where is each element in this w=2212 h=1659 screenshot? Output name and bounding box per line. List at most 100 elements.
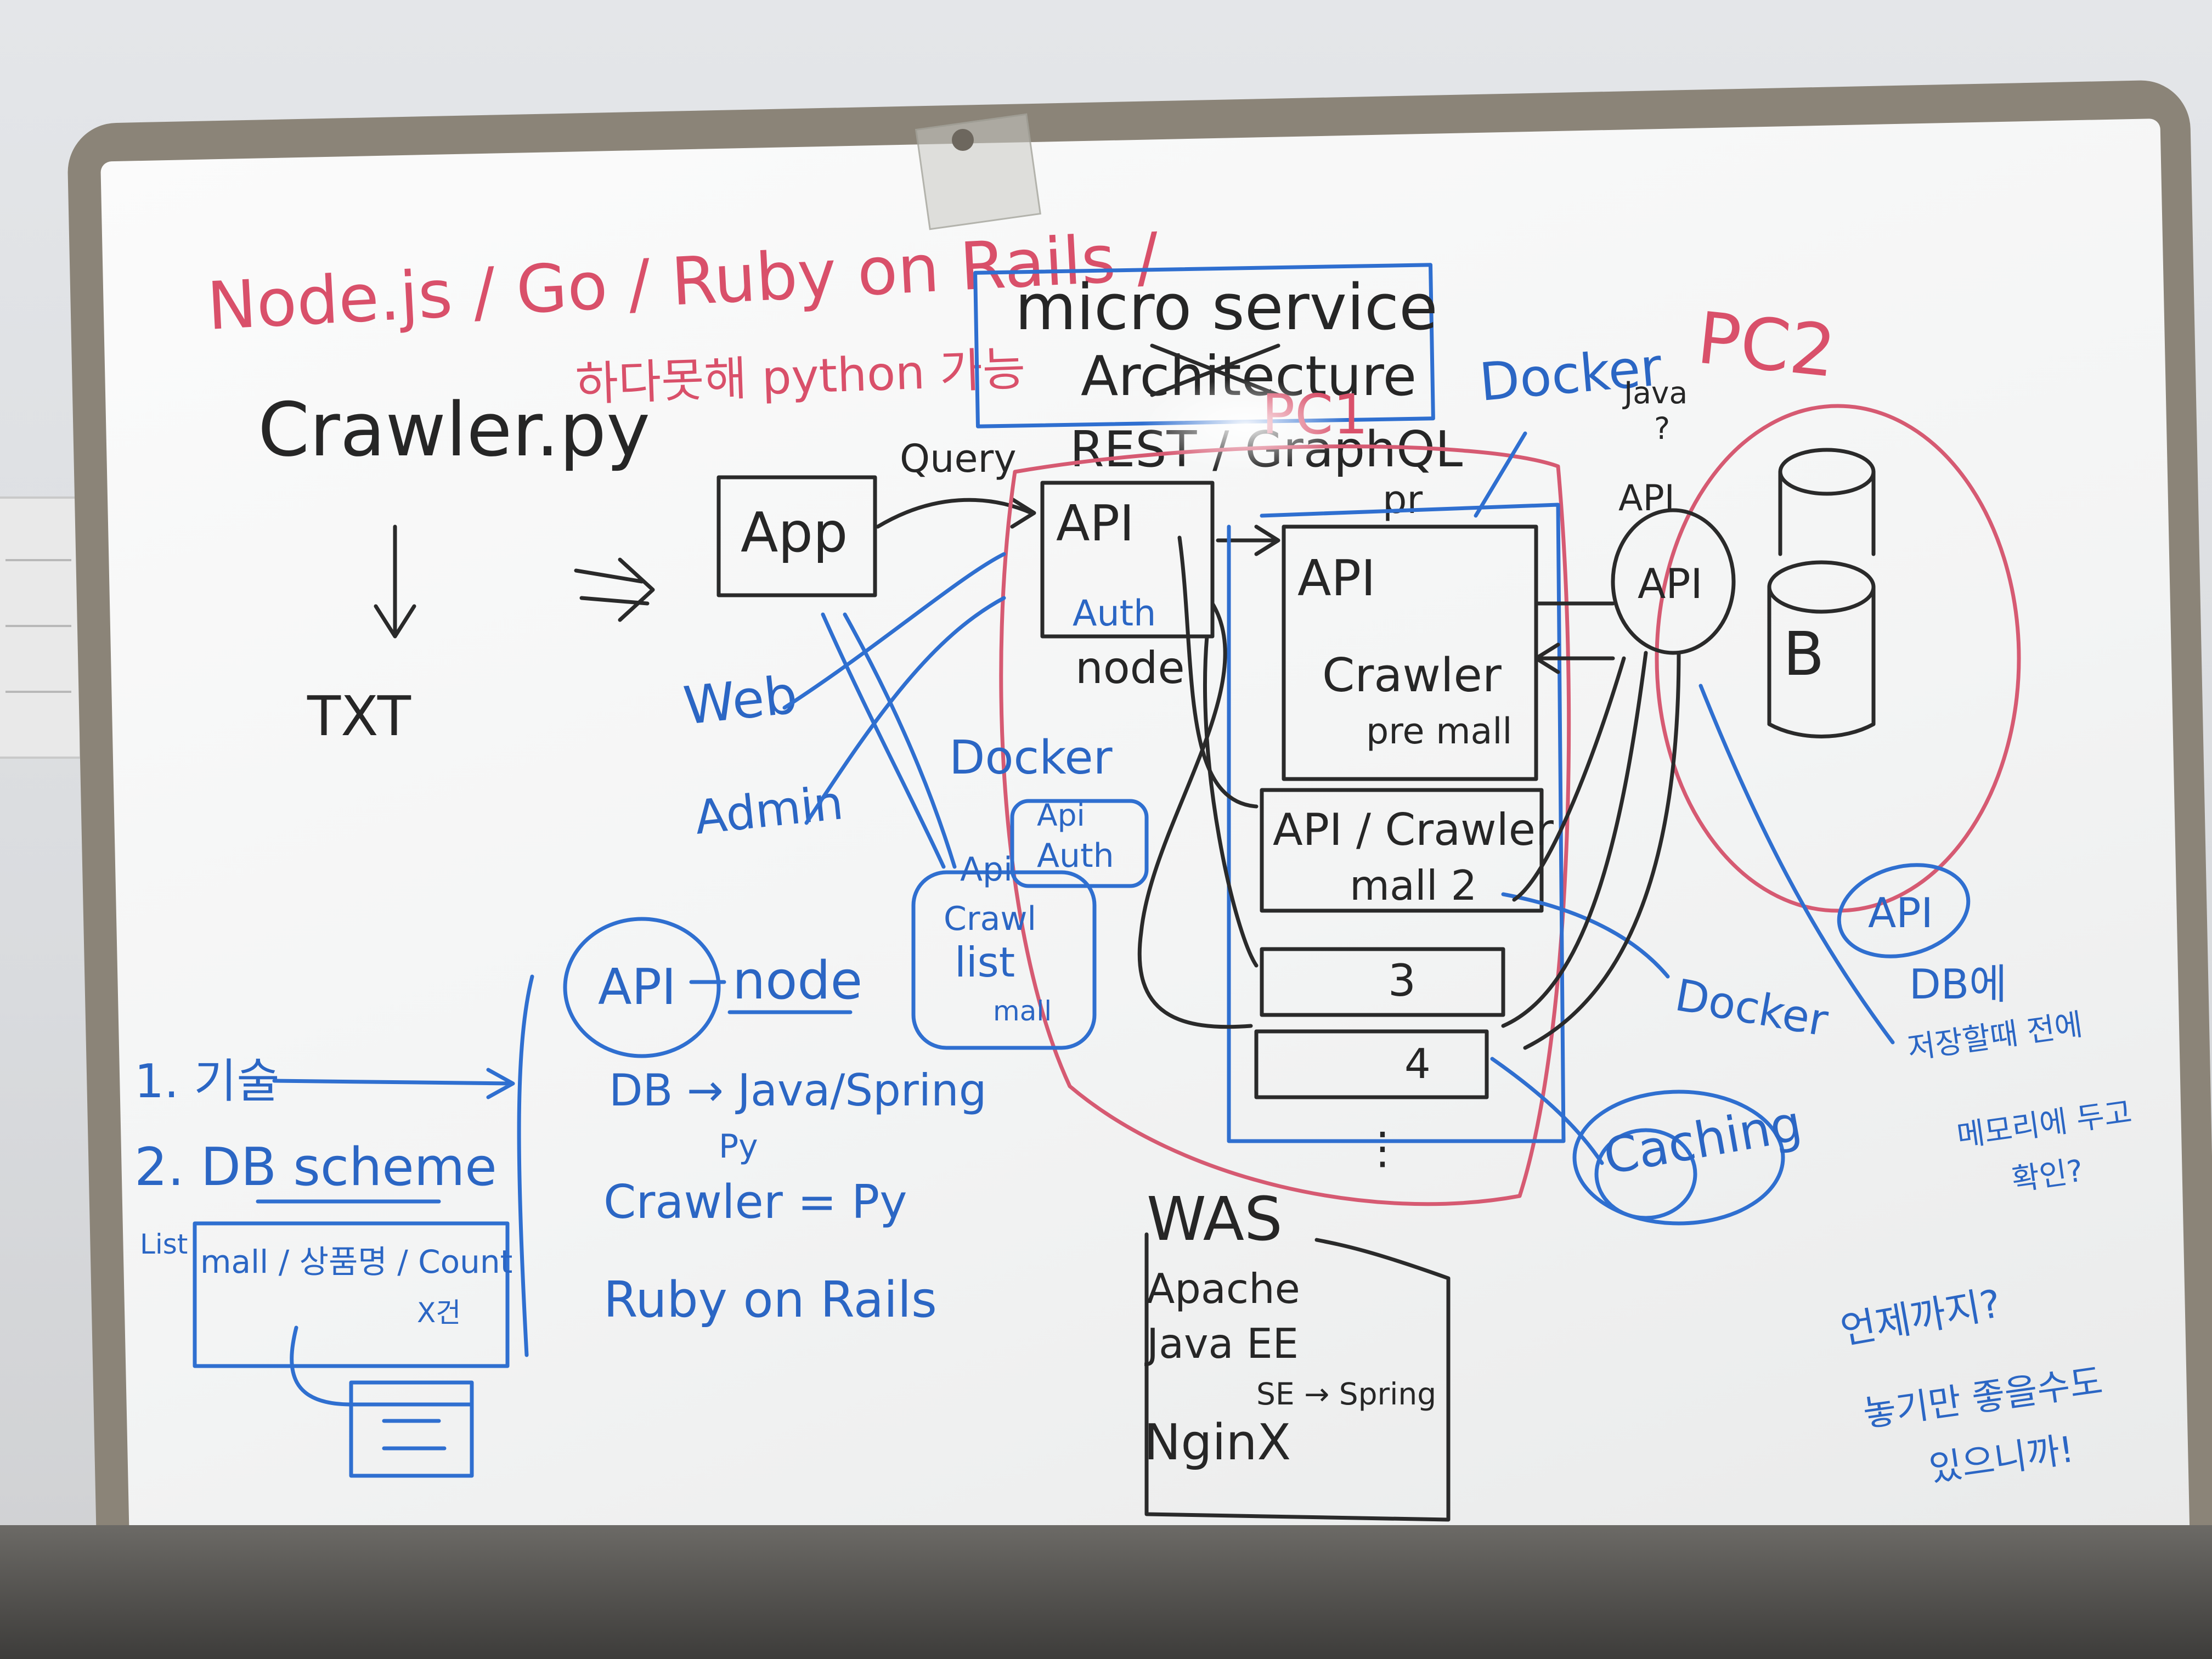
app-api-arrow [876,497,1036,529]
crawler-py2-text: Crawler = Py [603,1175,907,1229]
crawl-list-text4: mall [993,995,1052,1027]
app-link-lines [821,612,957,869]
query-text: Query [900,436,1017,481]
api-crawler-box [1260,788,1544,913]
note2-text: 놓기만 좋을수도 [1861,1361,2105,1435]
auth-text: Auth [1073,593,1156,634]
crawler-db-arrows [1534,601,1615,674]
web-text: Web [681,665,800,737]
app-text: App [741,500,848,565]
item1-arrow [272,1068,515,1099]
docker3-arrow [1501,892,1670,979]
bracket-line [517,974,534,1357]
pr-text: pr [1383,477,1423,522]
docker-group-box [1227,503,1566,1143]
storage-note-text: 저장할때 전에 [1905,1007,2085,1066]
crawl-list-text2: Crawl [944,900,1036,938]
memory-note2-text: 확인? [2010,1153,2085,1198]
item2-text: 2. DB scheme [134,1137,497,1198]
pc2-api-circle [1611,508,1736,655]
docker2-arrow [1474,431,1527,518]
list-text: List [140,1228,188,1260]
item1-text: 1. 기술 [134,1054,280,1109]
scheme-arrow [290,1325,474,1407]
db-storage-text: DB에 [1909,960,2007,1008]
light-glare [1141,379,1350,472]
foreground-cloth [0,1525,2212,1659]
premall-text: pre mall [1366,711,1512,752]
title-line1: micro service [1015,271,1438,345]
db-cylinder-body [1778,470,1876,556]
screw-icon [952,129,974,151]
slot3-box [1260,947,1505,1017]
down-arrow [374,524,416,639]
pc2-top-api-text: API [1618,478,1675,519]
java-ee-text: Java EE [1144,1319,1299,1368]
slot4-box [1254,1029,1489,1099]
link-curve-3 [1177,535,1259,809]
db-cylinder2-top [1767,560,1876,614]
was-box [1144,1232,1451,1522]
link-curve-1 [1137,601,1253,1029]
ellipsis-dots: ⋮ [1361,1122,1404,1173]
scheme-table [193,1221,510,1368]
pc2-api-text: API [1638,560,1703,608]
api-node-circle [563,917,721,1058]
api-auth-text2: Auth [1037,837,1114,875]
light-switch [0,496,82,759]
note1-text: 언제까지? [1837,1281,2005,1353]
db-b-text: B [1783,619,1824,689]
pc2-region [1655,404,2021,913]
py-text: Py [719,1127,758,1166]
docker3-text: Docker [1672,969,1832,1046]
crawl-list-text1: Api [960,850,1013,889]
api-node-node-text: node [732,951,862,1011]
note3-text: 있으니까! [1927,1429,2076,1490]
db-cylinder2-body [1767,585,1876,738]
db-java-text: DB → Java/Spring [609,1065,986,1116]
slot3-text: 3 [1388,955,1416,1006]
crawler-label-text: Crawler [1322,648,1502,703]
admin-arrow [804,596,1006,825]
slot4-text: 4 [1404,1040,1431,1088]
pc2-label: PC2 [1694,296,1839,393]
scheme-subbox [349,1380,474,1478]
api-auth-box [1010,799,1149,888]
right-api-circle [1837,863,1971,958]
caching-inner-circle [1594,1128,1697,1220]
docker-text: Docker [949,731,1113,785]
implies-arrow [574,557,655,622]
pc1-region [999,444,1571,1206]
cols-tail-text: X건 [417,1297,461,1329]
qmark-text: ? [1654,411,1670,446]
crawl-list-box [911,870,1097,1050]
api-node-api-text: API [598,958,676,1016]
java-text: Java [1622,375,1688,410]
app-box [716,475,877,597]
admin-text: Admin [692,776,846,845]
txt-text: TXT [307,684,411,748]
crawler-py-text: Crawler.py [258,387,650,473]
link-curve-2 [1203,634,1259,968]
crawler-box [1282,524,1538,781]
db-link-curves [1501,651,1681,1050]
nginx-text: NginX [1144,1414,1291,1471]
caching-circle [1572,1090,1785,1226]
db-cylinder-top [1778,448,1876,496]
crawl-list-text3: list [955,938,1015,986]
api-box [1040,481,1215,639]
was-title: WAS [1147,1184,1283,1254]
right-api-text: API [1868,889,1933,937]
scheme-cols-text: mall / 상품명 / Count [200,1243,512,1280]
web-arrow [782,552,1006,710]
ruby-text: Ruby on Rails [603,1271,937,1329]
se-spring-text: SE → Spring [1256,1376,1436,1412]
mall2-text: mall 2 [1350,861,1477,910]
node-text: node [1075,642,1185,693]
crawler-api-text: API [1297,550,1375,607]
api-auth-text1: Api [1037,798,1085,833]
memory-note1-text: 메모리에 두고 [1955,1094,2134,1154]
api-crawler-text: API / Crawler [1273,804,1554,855]
caching-arrow [1490,1057,1604,1165]
